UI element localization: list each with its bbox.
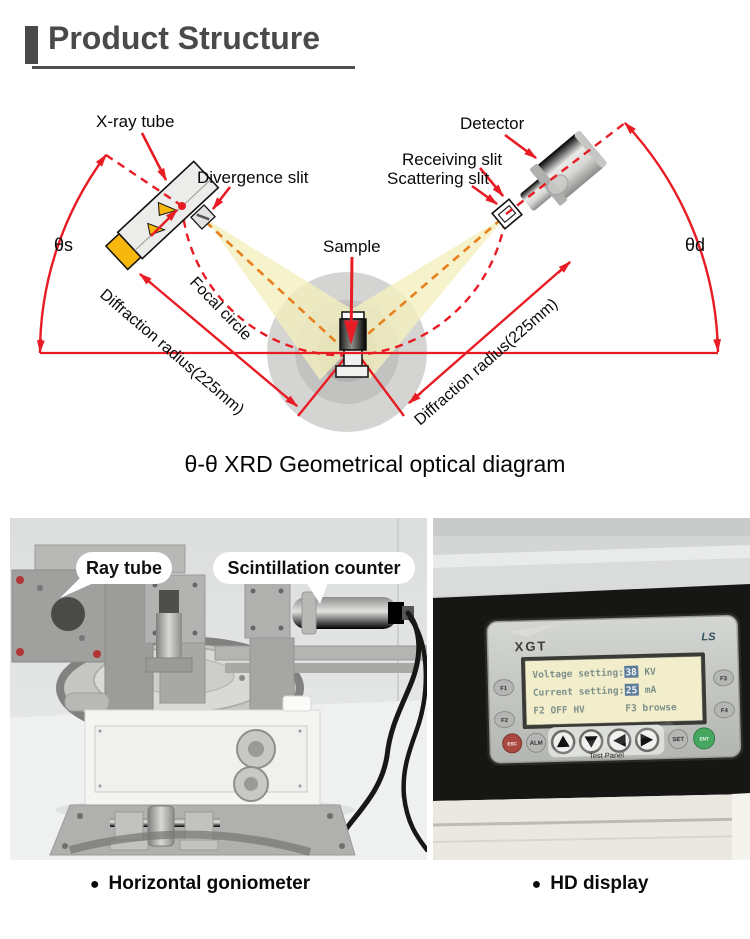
current-unit: mA: [645, 685, 657, 696]
lcd-screen: [524, 656, 703, 726]
lower-body-right-strip: [732, 793, 750, 860]
svg-text:F3: F3: [720, 676, 728, 682]
detector-label: Detector: [460, 114, 525, 133]
voltage-unit: KV: [644, 667, 656, 678]
up-arrow-button: [550, 729, 576, 755]
down-arrow-button: [578, 729, 604, 754]
current-setting-label: Current setting:: [533, 685, 625, 698]
diffracted-beam-axis: [346, 214, 507, 353]
machine-lower-body: [433, 794, 750, 860]
scintillation-counter-label-bubble: Scintillation counter: [213, 552, 415, 604]
goniometer-caption: ● Horizontal goniometer: [0, 873, 400, 895]
ray-tube-label: Ray tube: [86, 558, 162, 578]
divergence-slit-label: Divergence slit: [197, 168, 309, 187]
plastic-shine: [507, 624, 558, 637]
lower-body-groove: [433, 817, 750, 827]
theta-d-arc: [624, 122, 721, 353]
voltage-value-box: [624, 665, 639, 678]
detector-pointer: [504, 133, 538, 160]
diffraction-radius-dimension-left: [139, 273, 298, 407]
base-plate-assembly: [49, 804, 356, 856]
current-value-box: [624, 683, 639, 696]
diffraction-radius-right-label: Diffraction radius(225mm): [411, 296, 561, 429]
header-underline: [32, 66, 355, 69]
sample-stage: [145, 590, 193, 673]
cover-top-strip: [433, 518, 750, 536]
xray-tube-pointer: [140, 132, 168, 182]
focal-circle-arc: [180, 205, 508, 357]
page-title: Product Structure: [48, 20, 321, 56]
theta-s-arc: [37, 153, 107, 354]
bullet-icon: ●: [89, 876, 100, 893]
theta-d-label: θd: [685, 235, 705, 255]
current-value: 25: [626, 685, 638, 696]
ent-button: ENT: [693, 727, 716, 750]
svg-text:ALM: ALM: [530, 741, 543, 747]
f2-button: F2: [494, 711, 516, 729]
f4-button: F4: [713, 701, 735, 719]
hd-display-caption: ● HD display: [470, 873, 710, 895]
scintillation-counter-cylinder: [292, 591, 414, 635]
test-panel-label: Test Panel: [589, 750, 625, 760]
svg-text:F4: F4: [721, 708, 729, 714]
divergence-slit: [190, 204, 216, 230]
right-arrow-button: [634, 727, 660, 753]
hd-display-caption-text: HD display: [550, 873, 649, 894]
svg-text:ESC: ESC: [507, 741, 517, 746]
svg-text:F2: F2: [501, 718, 509, 724]
svg-text:ENT: ENT: [699, 736, 709, 741]
ls-logo: LS: [701, 631, 716, 643]
optical-diagram: X-ray tube Divergence slit Detector Rece…: [37, 112, 721, 432]
diffraction-radius-dimension-right: [408, 261, 571, 404]
hmi-module: XGT LS Voltage setting: 38 KV Current se…: [484, 612, 744, 766]
scintillation-counter-label: Scintillation counter: [227, 558, 400, 578]
softkey-f3-line: F3 browse: [625, 702, 677, 714]
focal-circle-label: Focal circle: [186, 274, 255, 344]
display-photo: XGT LS Voltage setting: 38 KV Current se…: [433, 518, 750, 860]
voltage-setting-label: Voltage setting:: [532, 667, 624, 680]
radius-leader-left: [297, 352, 350, 417]
divergence-slit-pointer: [211, 186, 232, 211]
left-arrow-button: [606, 728, 632, 753]
goniometer-base-box: [55, 692, 355, 822]
goniometer-caption-text: Horizontal goniometer: [108, 873, 311, 894]
arrow-key-strip: [547, 724, 665, 758]
svg-text:SET: SET: [672, 737, 684, 743]
scattering-slit-label: Scattering slit: [387, 169, 489, 188]
diagram-caption: θ-θ XRD Geometrical optical diagram: [184, 451, 566, 477]
detector-cylinder: [520, 131, 607, 211]
svg-text:F1: F1: [500, 686, 508, 692]
receiving-slit-label: Receiving slit: [402, 150, 502, 169]
ray-tube-label-bubble: Ray tube: [60, 552, 172, 598]
xray-tube-label: X-ray tube: [96, 112, 174, 131]
scattering-slit-pointer: [471, 184, 499, 206]
goniometer-photo: Ray tube Scintillation counter: [10, 518, 427, 860]
focus-pointer-line: [150, 209, 178, 237]
cover-lower-face: [433, 558, 750, 596]
softkey-f2-line: F2 OFF HV: [533, 704, 585, 716]
alm-button: ALM: [526, 732, 547, 753]
theta-s-label: θs: [54, 235, 73, 255]
detector-radius-dashed: [505, 122, 626, 215]
source-radius-dashed: [105, 154, 183, 207]
sample-label: Sample: [323, 237, 381, 256]
voltage-value: 38: [625, 667, 637, 678]
set-button: SET: [668, 729, 689, 750]
header-accent-bar: [25, 26, 38, 64]
brand-logo: XGT: [514, 638, 547, 654]
bullet-icon: ●: [531, 876, 542, 893]
lower-body-groove-2: [433, 835, 750, 843]
incident-beam-axis: [205, 221, 348, 353]
sample-pointer: [344, 256, 359, 345]
receiving-slit-pointer: [478, 167, 505, 198]
f3-button: F3: [713, 669, 735, 687]
cover-edge-highlight: [433, 545, 750, 568]
plastic-shine-2: [550, 721, 680, 758]
radius-leader-right: [356, 352, 405, 417]
f1-button: F1: [493, 679, 515, 697]
esc-button: ESC: [502, 733, 523, 754]
